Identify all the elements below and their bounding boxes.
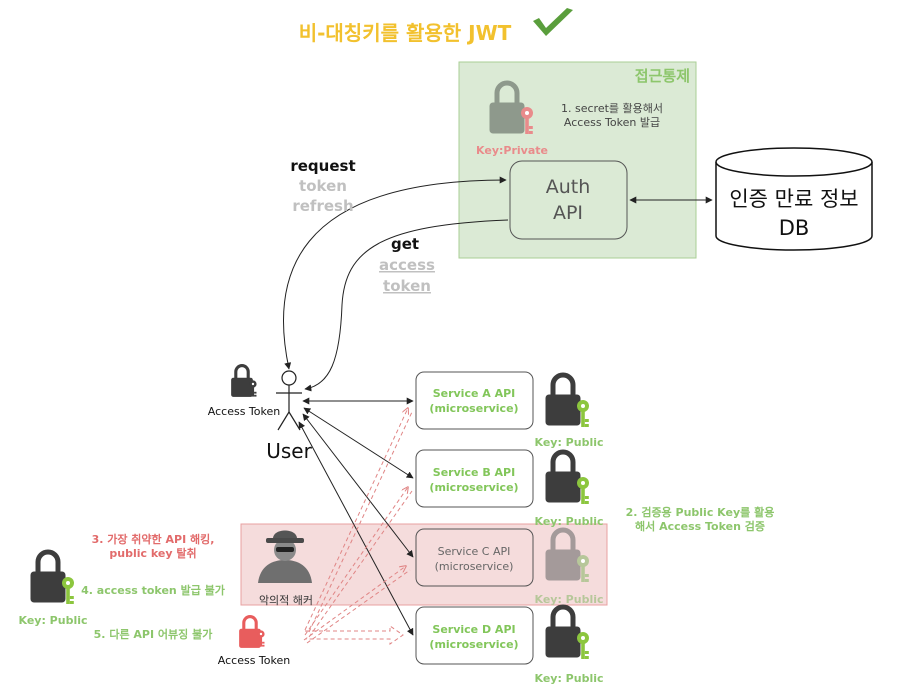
hacker-note3-line2: public key 탈취 bbox=[109, 546, 196, 560]
user-lock-icon bbox=[229, 364, 255, 399]
request-refresh-label: refresh bbox=[292, 197, 353, 215]
service-c-line1: Service C API bbox=[438, 545, 511, 558]
hacker-note5: 5. 다른 API 어뷰징 불가 bbox=[94, 627, 213, 641]
get-access-label: access bbox=[379, 256, 435, 274]
request-label: request bbox=[290, 157, 355, 175]
user-label: User bbox=[266, 439, 312, 463]
service-b-line2: (microservice) bbox=[429, 481, 518, 494]
hacker-note4: 4. access token 발급 불가 bbox=[81, 583, 225, 597]
page-title: 비-대칭키를 활용한 JWT bbox=[299, 21, 512, 45]
hacker-label: 악의적 해커 bbox=[259, 593, 313, 607]
service-c-line2: (microservice) bbox=[435, 560, 514, 573]
db-line1: 인증 만료 정보 bbox=[729, 187, 858, 211]
user-service-b-arrow bbox=[303, 407, 414, 479]
service-b-lock-icon bbox=[546, 452, 580, 502]
service-c: Service C API (microservice) bbox=[415, 528, 534, 587]
db-line2: DB bbox=[779, 216, 810, 240]
service-d-lock-icon bbox=[546, 607, 580, 657]
service-a: Service A API (microservice) bbox=[415, 371, 534, 430]
auth-api-box bbox=[509, 160, 628, 240]
user-token-label: Access Token bbox=[208, 405, 280, 418]
access-control-label: 접근통제 bbox=[635, 67, 690, 85]
service-d: Service D API (microservice) bbox=[415, 606, 534, 665]
service-a-lock-icon bbox=[546, 375, 580, 425]
service-d-key-label: Key: Public bbox=[534, 672, 603, 685]
verify-note-line1: 2. 검증용 Public Key를 활용 bbox=[626, 505, 775, 519]
service-a-key-label: Key: Public bbox=[534, 436, 603, 449]
hacker-lock-icon bbox=[237, 615, 263, 650]
hacker-icon bbox=[258, 530, 312, 583]
auth-api-line2: API bbox=[553, 202, 583, 224]
get-token-label: token bbox=[383, 277, 431, 295]
issue-note-line1: 1. secret를 활용해서 bbox=[561, 101, 663, 115]
user-service-d-arrow bbox=[298, 421, 414, 636]
auth-api-line1: Auth bbox=[546, 176, 591, 198]
service-b-line1: Service B API bbox=[433, 466, 515, 479]
user-actor-icon bbox=[276, 370, 302, 431]
service-a-line2: (microservice) bbox=[429, 402, 518, 415]
service-d-line2: (microservice) bbox=[429, 638, 518, 651]
service-a-line1: Service A API bbox=[433, 387, 516, 400]
service-b-key-label: Key: Public bbox=[534, 515, 603, 528]
get-token-arrow bbox=[304, 219, 509, 392]
issue-note-line2: Access Token 발급 bbox=[564, 116, 660, 129]
hacker-note3-line1: 3. 가장 취약한 API 해킹, bbox=[92, 532, 215, 546]
hacker-attack-arrows bbox=[303, 408, 413, 645]
service-d-line1: Service D API bbox=[432, 623, 515, 636]
service-c-key-label: Key: Public bbox=[534, 593, 603, 606]
database-cylinder bbox=[715, 147, 873, 251]
verify-note-line2: 해서 Access Token 검증 bbox=[635, 519, 765, 533]
checkmark-icon bbox=[533, 8, 573, 36]
get-label: get bbox=[391, 235, 419, 253]
private-key-label: Key:Private bbox=[476, 144, 548, 157]
request-token-arrow bbox=[282, 176, 507, 370]
request-token-label: token bbox=[299, 177, 347, 195]
service-b: Service B API (microservice) bbox=[415, 449, 534, 508]
stolen-lock-icon bbox=[31, 552, 65, 602]
hacker-token-label: Access Token bbox=[218, 654, 290, 667]
stolen-key-label: Key: Public bbox=[18, 614, 87, 627]
